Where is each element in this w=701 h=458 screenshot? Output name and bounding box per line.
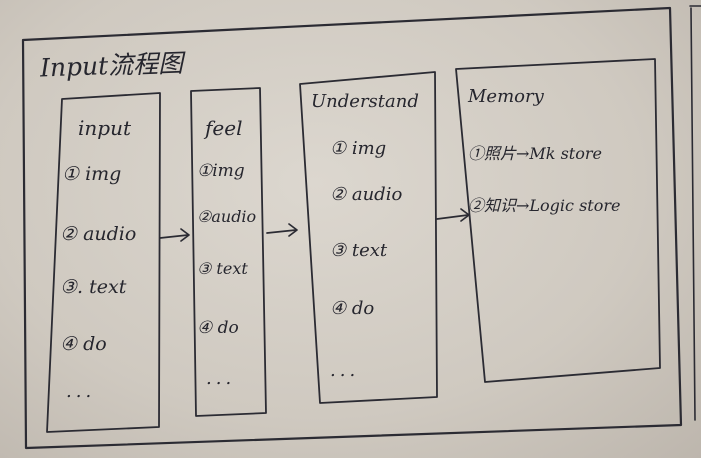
diagram-title: Input流程图 — [39, 48, 184, 83]
arrow-input-to-feel — [159, 234, 189, 239]
arrow-feel-to-understand — [266, 229, 297, 234]
feel-item-2: ②audio — [197, 207, 257, 226]
input-column-title: input — [78, 116, 131, 140]
understand-item-4: ④ do — [330, 298, 375, 319]
memory-column-title: Memory — [468, 86, 544, 107]
feel-item-3: ③ text — [197, 259, 248, 278]
understand-ellipsis: ... — [330, 360, 360, 381]
arrow-feel-to-understand-head — [288, 223, 298, 237]
input-item-4: ④ do — [60, 333, 107, 355]
memory-item-1: ①照片→Mk store — [468, 144, 602, 163]
arrow-understand-to-memory-head — [460, 208, 470, 222]
memory-item-2: ②知识→Logic store — [468, 196, 621, 215]
arrow-input-to-feel-head — [180, 228, 190, 242]
understand-item-1: ① img — [330, 138, 387, 159]
input-ellipsis: ... — [66, 381, 96, 402]
feel-item-4: ④ do — [197, 318, 239, 338]
understand-item-3: ③ text — [330, 240, 388, 261]
input-item-1: ① img — [62, 163, 122, 185]
feel-column-title: feel — [205, 116, 243, 140]
understand-column-title: Understand — [311, 91, 419, 112]
adjacent-frame-line — [690, 7, 696, 421]
feel-item-1: ①img — [197, 161, 245, 181]
memory-column-box — [455, 58, 661, 383]
input-item-3: ③. text — [60, 276, 127, 298]
feel-column-box — [190, 87, 267, 417]
understand-item-2: ② audio — [330, 184, 403, 205]
feel-ellipsis: ... — [206, 368, 236, 389]
arrow-understand-to-memory — [436, 214, 469, 220]
outer-frame-border — [21, 6, 683, 450]
input-item-2: ② audio — [60, 223, 137, 245]
understand-column-box — [299, 71, 438, 404]
input-column-box — [46, 92, 161, 433]
